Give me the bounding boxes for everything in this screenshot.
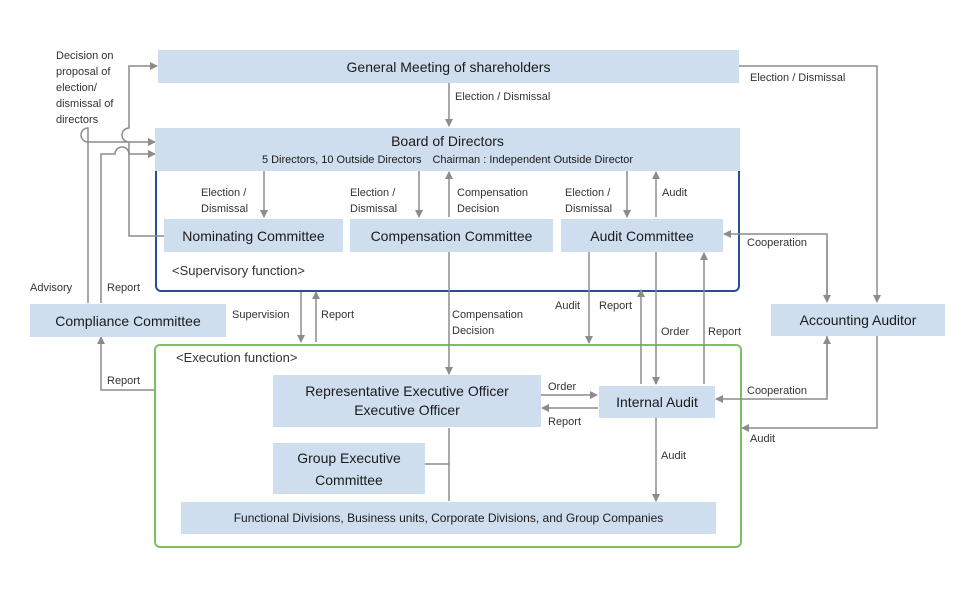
report-supervision-label: Report (321, 309, 355, 321)
execution-function-label: <Execution function> (176, 350, 298, 365)
execution-frame (154, 344, 742, 548)
rep-exec-line1: Representative Executive Officer (305, 383, 509, 399)
board-subtitle: 5 Directors, 10 Outside Directors Chairm… (261, 153, 634, 166)
functional-divisions-box: Functional Divisions, Business units, Co… (181, 502, 716, 534)
compensation-decision-mid-label: Compensation Decision (452, 309, 523, 337)
ed-nominating-label: Election / Dismissal (201, 187, 249, 215)
report-mid-label: Report (599, 300, 633, 312)
audit-bottom-right-label: Audit (750, 433, 776, 445)
group-exec-line2: Committee (315, 471, 383, 488)
order-exec-label: Order (548, 381, 577, 393)
supervisory-frame (155, 170, 740, 292)
election-dismissal-center-label: Election / Dismissal (455, 91, 551, 103)
cooperation-bottom-label: Cooperation (747, 385, 807, 397)
decision-proposal-label: Decision on proposal of election/ dismis… (56, 50, 114, 126)
supervisory-function-label: <Supervisory function> (172, 263, 305, 278)
audit-top-label: Audit (662, 187, 688, 199)
order-mid-label: Order (661, 326, 690, 338)
nominating-committee-box: Nominating Committee (164, 219, 343, 252)
cooperation-top-label: Cooperation (747, 237, 807, 249)
election-dismissal-top-right-label: Election / Dismissal (750, 72, 846, 84)
report-compliance-bottom-label: Report (107, 375, 141, 387)
compensation-committee-box: Compensation Committee (350, 219, 553, 252)
ed-audit-label: Election / Dismissal (565, 187, 613, 215)
compensation-decision-top-label: Compensation Decision (457, 187, 528, 215)
representative-executive-officer-box: Representative Executive Officer Executi… (273, 375, 541, 427)
accounting-auditor-box: Accounting Auditor (771, 304, 945, 336)
audit-mid-label: Audit (555, 300, 581, 312)
board-title: Board of Directors (391, 132, 504, 149)
report-exec-label: Report (548, 416, 582, 428)
report-right-mid-label: Report (708, 326, 742, 338)
ed-compensation-label: Election / Dismissal (350, 187, 398, 215)
compliance-committee-box: Compliance Committee (30, 304, 226, 337)
group-exec-line1: Group Executive (297, 449, 401, 466)
audit-committee-box: Audit Committee (561, 219, 723, 252)
internal-audit-box: Internal Audit (599, 386, 715, 418)
general-meeting-box: General Meeting of shareholders (158, 50, 739, 83)
supervision-label: Supervision (232, 309, 290, 321)
advisory-label: Advisory (30, 282, 73, 294)
report-compliance-top-label: Report (107, 282, 141, 294)
rep-exec-line2: Executive Officer (354, 402, 460, 418)
audit-bottom-label: Audit (661, 450, 687, 462)
group-executive-committee-box: Group Executive Committee (273, 443, 425, 494)
board-of-directors-box: Board of Directors 5 Directors, 10 Outsi… (155, 128, 740, 171)
